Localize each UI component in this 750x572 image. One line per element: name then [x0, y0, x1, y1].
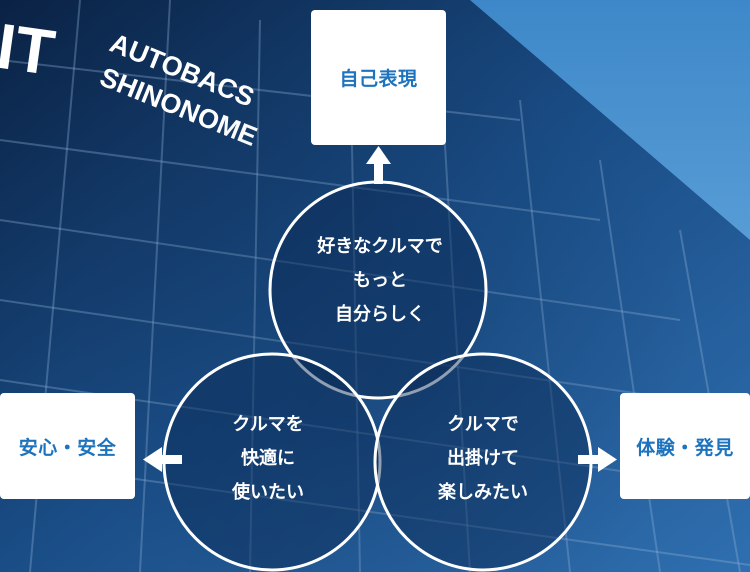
label-box-safety: 安心・安全	[0, 393, 135, 499]
label-self-expression: 自己表現	[339, 68, 418, 90]
circle-left-line-3: 使いたい	[232, 482, 304, 503]
circle-left-line-1: クルマを	[232, 414, 304, 435]
label-box-self-expression: 自己表現	[311, 10, 446, 145]
arrow-left-icon	[143, 447, 182, 472]
circle-right-line-3: 楽しみたい	[438, 482, 528, 503]
label-experience: 体験・発見	[636, 436, 734, 459]
circle-right-line-2: 出掛けて	[447, 448, 519, 469]
circle-top-line-1: 好きなクルマで	[317, 236, 443, 257]
circle-top-line-3: 自分らしく	[335, 304, 425, 325]
circle-right-line-1: クルマで	[447, 414, 519, 435]
circle-left-line-2: 快適に	[241, 448, 295, 469]
circle-right-text: クルマで 出掛けて 楽しみたい	[438, 408, 528, 510]
circle-left-text: クルマを 快適に 使いたい	[232, 408, 304, 510]
sign-logo: IT	[0, 10, 59, 89]
label-safety: 安心・安全	[18, 436, 117, 459]
label-box-experience: 体験・発見	[620, 393, 750, 499]
circle-top-line-2: もっと	[353, 270, 407, 291]
arrow-up-icon	[366, 146, 391, 184]
circle-top-text: 好きなクルマで もっと 自分らしく	[317, 230, 442, 332]
arrow-right-icon	[578, 447, 617, 472]
